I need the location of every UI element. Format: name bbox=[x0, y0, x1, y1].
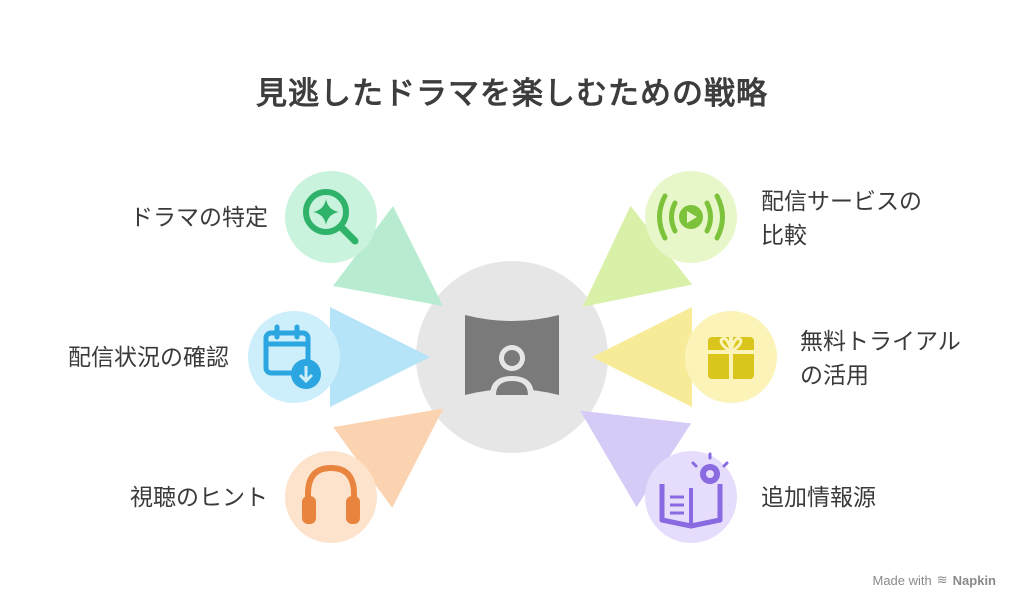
label-additional-sources: 追加情報源 bbox=[761, 481, 876, 515]
calendar-download-icon bbox=[263, 324, 321, 389]
label-free-trial: 無料トライアル の活用 bbox=[800, 325, 961, 393]
label-check-streaming: 配信状況の確認 bbox=[68, 345, 229, 371]
search-sparkle-icon bbox=[303, 189, 359, 245]
label-viewing-tips: 視聴のヒント bbox=[130, 485, 268, 511]
page-title: 見逃したドラマを楽しむための戦略 bbox=[256, 76, 768, 112]
label-compare-services: 配信サービスの 比較 bbox=[761, 185, 922, 253]
node-circle-tips bbox=[285, 451, 377, 543]
label-compare-line2: 比較 bbox=[761, 223, 807, 249]
node-circle-identify bbox=[285, 171, 377, 263]
footer-made-with: Made with bbox=[872, 572, 932, 588]
label-trial-line1: 無料トライアル bbox=[800, 329, 961, 355]
arrow-tips bbox=[333, 408, 444, 508]
label-trial-line2: の活用 bbox=[800, 363, 869, 389]
book-idea-icon bbox=[659, 452, 729, 529]
label-sources-line1: 追加情報源 bbox=[761, 485, 876, 511]
footer-credit: Made with ≋ Napkin bbox=[873, 572, 997, 588]
footer-brand: Napkin bbox=[952, 572, 996, 588]
label-identify-drama: ドラマの特定 bbox=[130, 205, 268, 231]
broadcast-play-icon bbox=[657, 193, 725, 241]
screen-viewer-icon bbox=[465, 315, 559, 396]
gift-icon bbox=[708, 337, 754, 379]
napkin-logo-icon: ≋ bbox=[936, 572, 948, 587]
node-circle-check bbox=[248, 311, 340, 403]
headphones-icon bbox=[302, 464, 360, 524]
label-compare-line1: 配信サービスの bbox=[761, 189, 922, 215]
